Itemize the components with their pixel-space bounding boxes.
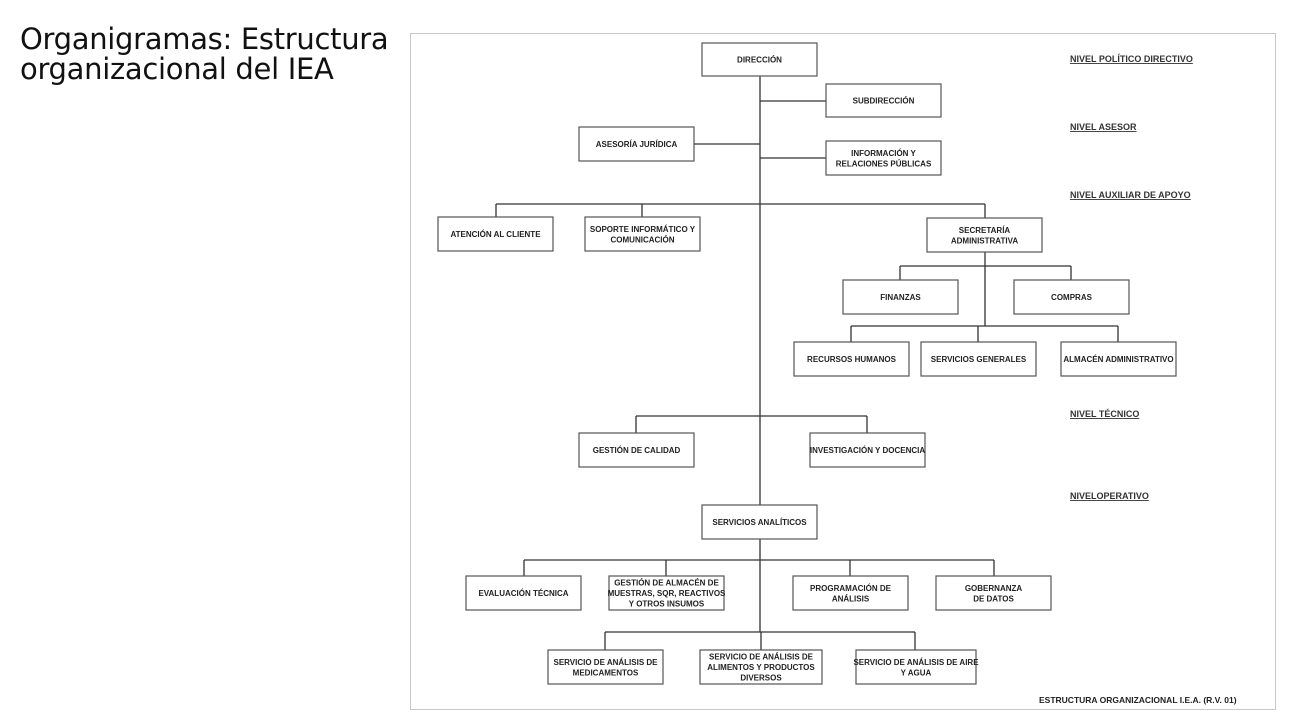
org-unit-box xyxy=(465,575,582,611)
org-unit-label: Y OTROS INSUMOS xyxy=(629,600,705,609)
org-unit-label: EVALUACIÓN TÉCNICA xyxy=(478,589,568,598)
org-unit-finanzas: FINANZAS xyxy=(842,279,959,315)
org-unit-label: Y AGUA xyxy=(901,668,932,677)
org-unit-label: SERVICIO DE ANÁLISIS DE xyxy=(709,653,814,662)
org-unit-box xyxy=(1060,341,1177,377)
org-unit-label: SERVICIO DE ANÁLISIS DE xyxy=(553,658,658,667)
org-unit-label: ALMACÉN ADMINISTRATIVO xyxy=(1063,355,1173,364)
org-unit-box xyxy=(792,575,909,611)
org-unit-label: MUESTRAS, SQR, REACTIVOS xyxy=(608,589,726,598)
org-unit-box xyxy=(701,42,818,77)
org-unit-label: DIRECCIÓN xyxy=(737,56,782,65)
org-unit-label: ANÁLISIS xyxy=(832,594,870,603)
chart-footer: ESTRUCTURA ORGANIZACIONAL I.E.A. (R.V. 0… xyxy=(1039,695,1237,705)
org-unit-atencion: ATENCIÓN AL CLIENTE xyxy=(437,216,554,252)
org-unit-investigacion: INVESTIGACIÓN Y DOCENCIA xyxy=(809,432,926,468)
slide-title-line-1: Organigramas: Estructura xyxy=(20,22,389,56)
org-unit-label: COMUNICACIÓN xyxy=(611,235,675,244)
level-label-text: NIVEL POLÍTICO DIRECTIVO xyxy=(1070,54,1193,64)
org-unit-box xyxy=(1013,279,1130,315)
org-unit-label: PROGRAMACIÓN DE xyxy=(810,584,892,593)
level-label-tecnico: NIVEL TÉCNICO xyxy=(1070,409,1139,419)
level-label-asesor: NIVEL ASESOR xyxy=(1070,122,1137,132)
org-unit-box xyxy=(701,504,818,540)
org-unit-box xyxy=(608,575,725,611)
level-label-politico: NIVEL POLÍTICO DIRECTIVO xyxy=(1070,54,1193,64)
org-unit-analiticos: SERVICIOS ANALÍTICOS xyxy=(701,504,818,540)
level-label-operativo: NIVELOPERATIVO xyxy=(1070,491,1149,501)
org-unit-label: GOBERNANZA xyxy=(965,584,1023,593)
org-unit-box xyxy=(578,432,695,468)
org-unit-label: GESTIÓN DE ALMACÉN DE xyxy=(614,579,719,588)
org-unit-box xyxy=(926,217,1043,253)
org-unit-box xyxy=(855,649,977,685)
org-unit-direccion: DIRECCIÓN xyxy=(701,42,818,77)
org-unit-servicios-generales: SERVICIOS GENERALES xyxy=(920,341,1037,377)
org-unit-label: COMPRAS xyxy=(1051,293,1093,302)
org-unit-label: SERVICIOS ANALÍTICOS xyxy=(712,518,807,527)
org-unit-compras: COMPRAS xyxy=(1013,279,1130,315)
org-unit-subdireccion: SUBDIRECCIÓN xyxy=(825,83,942,118)
org-unit-label: GESTIÓN DE CALIDAD xyxy=(593,446,681,455)
org-unit-box xyxy=(547,649,664,685)
org-unit-rrhh: RECURSOS HUMANOS xyxy=(793,341,910,377)
org-unit-label: DIVERSOS xyxy=(740,674,782,683)
org-unit-label: SECRETARÍA xyxy=(959,226,1011,235)
org-unit-label: DE DATOS xyxy=(973,594,1014,603)
slide-title: Organigramas: Estructura organizacional … xyxy=(20,24,400,84)
org-unit-label: SERVICIOS GENERALES xyxy=(931,355,1027,364)
org-unit-label: INFORMACIÓN Y xyxy=(851,149,916,158)
org-unit-box xyxy=(825,140,942,176)
org-unit-box xyxy=(584,216,701,252)
org-unit-box xyxy=(935,575,1052,611)
org-unit-box xyxy=(825,83,942,118)
level-label-text: NIVEL AUXILIAR DE APOYO xyxy=(1070,190,1191,200)
level-label-auxiliar: NIVEL AUXILIAR DE APOYO xyxy=(1070,190,1191,200)
org-unit-label: RECURSOS HUMANOS xyxy=(807,355,897,364)
level-label-text: NIVEL TÉCNICO xyxy=(1070,409,1139,419)
level-label-text: NIVEL ASESOR xyxy=(1070,122,1137,132)
org-unit-evaluacion: EVALUACIÓN TÉCNICA xyxy=(465,575,582,611)
org-unit-label: SUBDIRECCIÓN xyxy=(853,97,915,106)
level-label-text: NIVELOPERATIVO xyxy=(1070,491,1149,501)
org-unit-box xyxy=(809,432,926,468)
org-unit-box xyxy=(920,341,1037,377)
org-unit-label: INVESTIGACIÓN Y DOCENCIA xyxy=(810,446,926,455)
org-unit-label: ATENCIÓN AL CLIENTE xyxy=(450,230,541,239)
org-unit-label: ASESORÍA JURÍDICA xyxy=(596,140,678,149)
org-unit-asesoria: ASESORÍA JURÍDICA xyxy=(578,126,695,162)
org-unit-label: ALIMENTOS Y PRODUCTOS xyxy=(707,663,815,672)
slide-title-line-2: organizacional del IEA xyxy=(20,52,334,86)
org-unit-box xyxy=(437,216,554,252)
org-unit-box xyxy=(793,341,910,377)
org-unit-box xyxy=(842,279,959,315)
org-unit-calidad: GESTIÓN DE CALIDAD xyxy=(578,432,695,468)
org-unit-label: SERVICIO DE ANÁLISIS DE AIRE xyxy=(853,658,979,667)
org-unit-label: FINANZAS xyxy=(880,293,921,302)
org-unit-box xyxy=(699,649,823,685)
org-unit-label: ADMINISTRATIVA xyxy=(951,236,1018,245)
org-unit-label: MEDICAMENTOS xyxy=(573,668,639,677)
org-unit-label: RELACIONES PÚBLICAS xyxy=(836,159,932,168)
org-unit-label: SOPORTE INFORMÁTICO Y xyxy=(590,225,696,234)
org-unit-box xyxy=(578,126,695,162)
org-unit-almacen-admin: ALMACÉN ADMINISTRATIVO xyxy=(1060,341,1177,377)
